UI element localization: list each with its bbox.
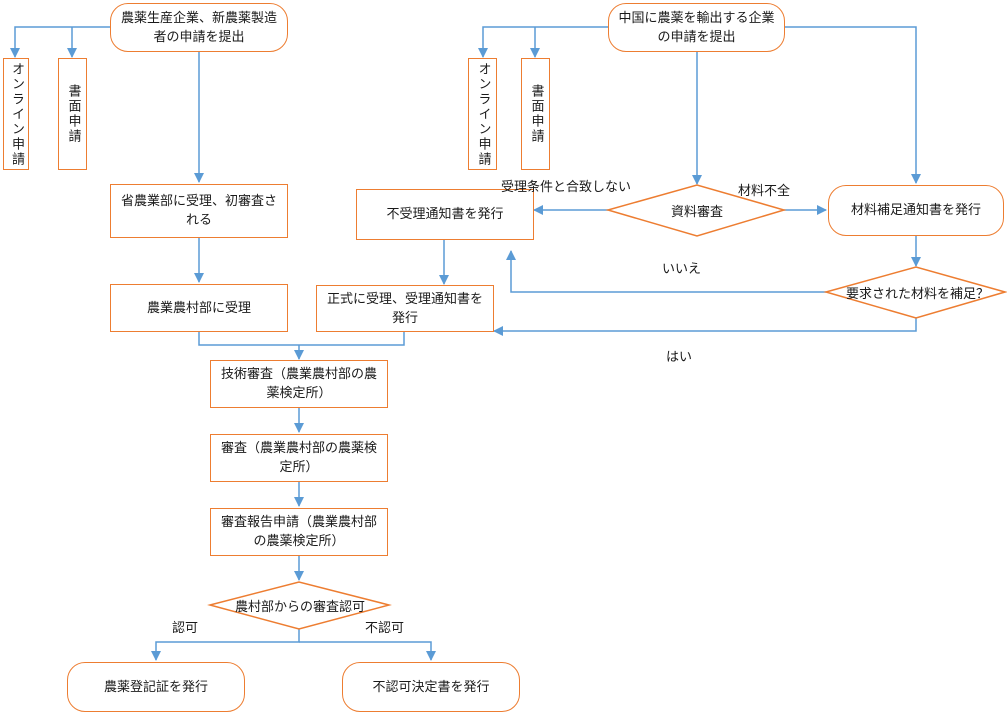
edge-label-not-approved: 不認可 [365,621,405,636]
provincial-node: 省農業部に受理、初審査される [110,184,288,238]
review-diamond [605,184,787,237]
connector-ministry-merge [198,332,405,346]
edge-label-no: いいえ [662,262,702,277]
left-start-node: 農薬生産企業、新農薬製造者の申請を提出 [110,3,288,52]
edge-label-approved: 認可 [172,621,199,636]
edge-label-incomplete: 材料不全 [738,184,791,199]
ministry-node: 農業農村部に受理 [110,284,288,332]
connector-right-start-online [478,26,608,58]
edge-label-not-meet: 受理条件と合致しない [501,180,632,195]
issue-denial-node: 不認可決定書を発行 [342,662,520,712]
review-node: 審査（農業農村部の農薬検定所） [210,434,388,482]
supplemented-diamond [823,266,1007,319]
review-label: 資料審査 [670,204,723,220]
issue-cert-node: 農薬登記証を発行 [67,662,245,712]
connector-question-yes [493,318,917,336]
reject-node: 不受理通知書を発行 [356,189,534,240]
right-start-node: 中国に農薬を輸出する企業の申請を提出 [608,3,785,52]
connector-question-no [506,250,826,293]
connector-right-start-supplement [785,26,921,184]
tech-review-node: 技術審査（農業農村部の農薬検定所） [210,360,388,408]
connector-approval-denial [299,641,436,661]
supplemented-question-label: 要求された材料を補足？ [845,286,989,302]
right-paper-node: 書面申請 [521,58,550,170]
supplement-node: 材料補足通知書を発行 [828,185,1004,236]
left-online-node: オンライン申請 [3,58,29,170]
approval-question-label: 農村部からの審査認可 [234,599,365,615]
connector-approval-split [151,629,300,661]
edge-label-yes: はい [666,350,693,365]
accept-node: 正式に受理、受理通知書を発行 [316,285,494,332]
connector-left-start-online [10,26,110,58]
right-online-node: オンライン申請 [468,58,497,170]
approval-diamond [207,581,392,630]
left-paper-node: 書面申請 [58,58,87,170]
report-node: 審査報告申請（農業農村部の農薬検定所） [210,508,388,556]
